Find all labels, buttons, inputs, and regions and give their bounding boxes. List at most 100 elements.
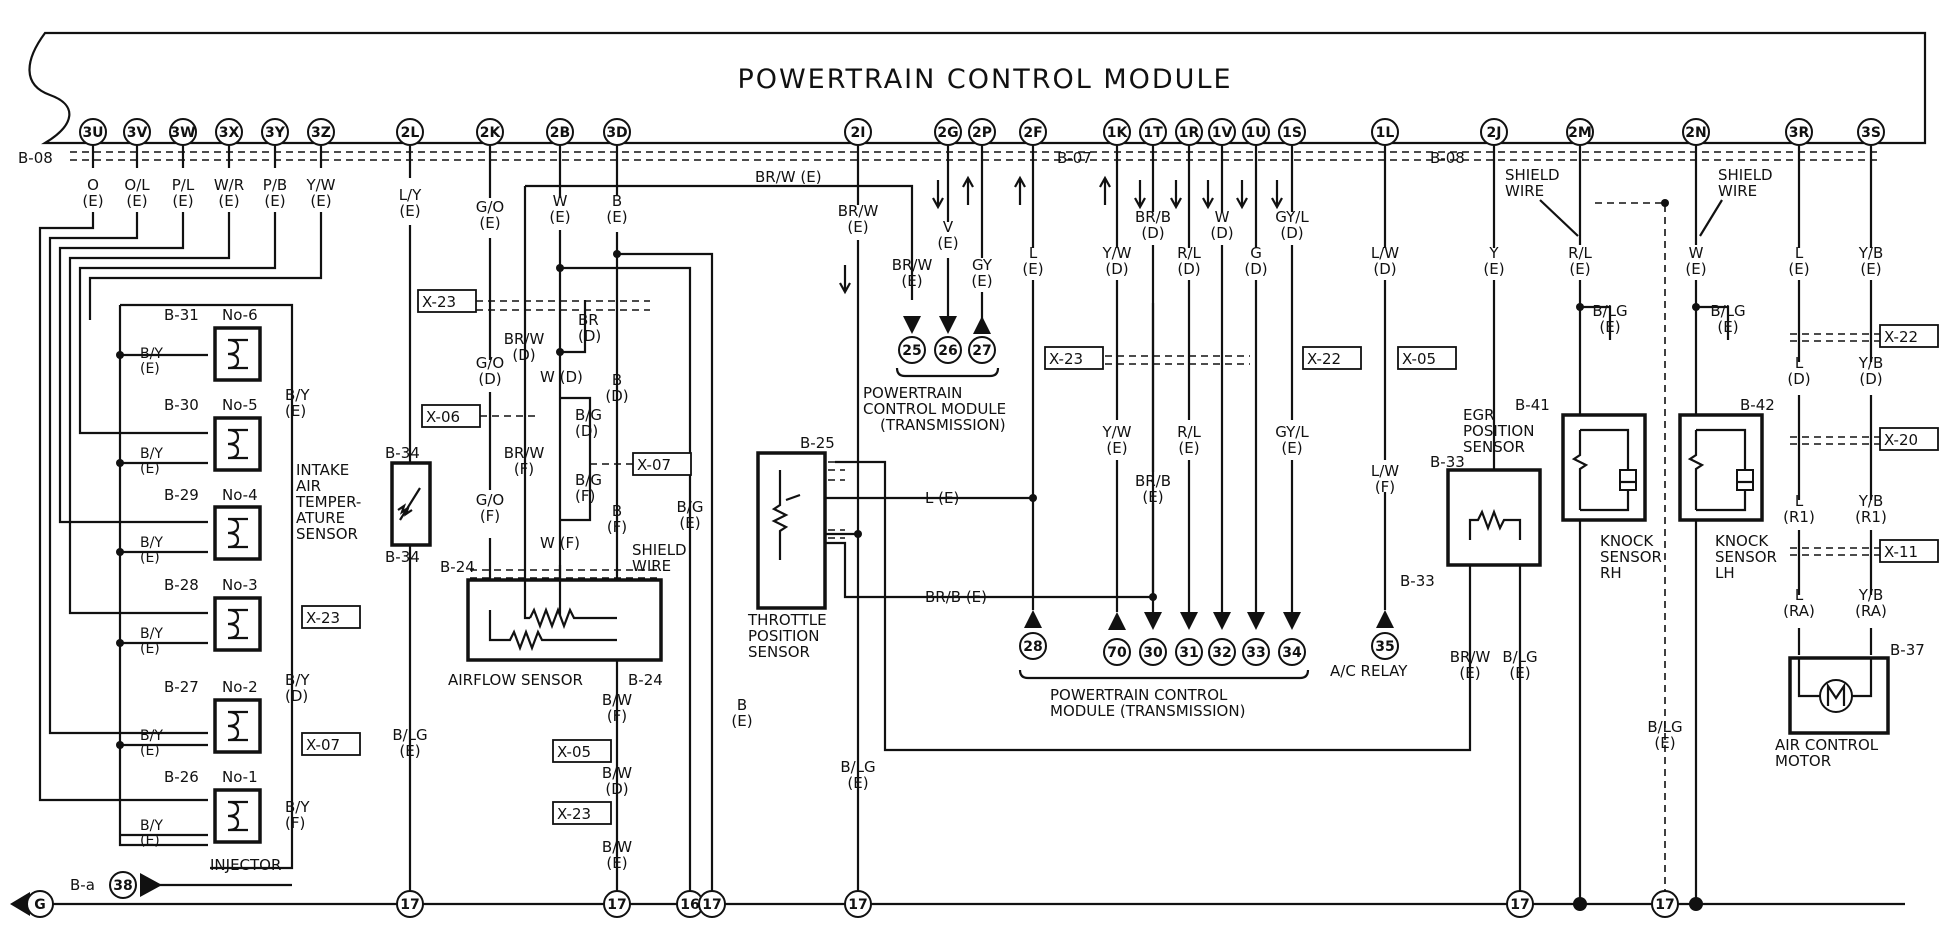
- joint-x22-mid: X-22: [1302, 346, 1362, 370]
- svg-text:(E): (E): [606, 208, 627, 226]
- svg-text:3U: 3U: [82, 125, 103, 141]
- svg-text:(E): (E): [218, 192, 239, 210]
- pin-3V: 3V: [123, 118, 151, 146]
- svg-text:17: 17: [607, 897, 626, 913]
- svg-text:Y/W: Y/W: [1101, 423, 1131, 441]
- svg-text:(E): (E): [1459, 664, 1480, 682]
- svg-text:(D): (D): [1280, 224, 1303, 242]
- svg-text:(RA): (RA): [1855, 602, 1887, 620]
- svg-text:2J: 2J: [1487, 125, 1502, 141]
- svg-text:3D: 3D: [606, 125, 627, 141]
- svg-text:X-07: X-07: [306, 736, 340, 754]
- svg-text:B/Y: B/Y: [140, 446, 163, 462]
- svg-text:SHIELD: SHIELD: [1718, 166, 1773, 184]
- svg-text:V: V: [943, 218, 954, 236]
- svg-text:GY/L: GY/L: [1275, 423, 1309, 441]
- svg-text:BR: BR: [578, 311, 599, 329]
- svg-text:MOTOR: MOTOR: [1775, 752, 1831, 770]
- svg-text:(D): (D): [605, 387, 628, 405]
- svg-text:(D): (D): [512, 346, 535, 364]
- pin-3Z: 3Z: [307, 118, 335, 146]
- ref-17-afs: 17: [603, 890, 631, 918]
- pin-2J: 2J: [1480, 118, 1508, 146]
- svg-text:16: 16: [680, 897, 699, 913]
- transmission-refs-top: 25 26 27 POWERTRAIN CONTROL MODULE (TRAN…: [863, 145, 1006, 434]
- svg-text:G/O: G/O: [476, 198, 504, 216]
- svg-text:MODULE (TRANSMISSION): MODULE (TRANSMISSION): [1050, 702, 1245, 720]
- pin-2P: 2P: [968, 118, 996, 146]
- svg-text:B/Y: B/Y: [140, 728, 163, 744]
- svg-text:(F): (F): [285, 814, 305, 832]
- svg-text:(E): (E): [1022, 260, 1043, 278]
- svg-text:2L: 2L: [401, 125, 420, 141]
- svg-text:X-23: X-23: [306, 609, 340, 627]
- svg-text:X-05: X-05: [557, 743, 591, 761]
- egr-position-sensor: EGR POSITION SENSOR B-33 B-33 BR/W(E) B/…: [1400, 145, 1542, 900]
- svg-text:(E): (E): [285, 402, 306, 420]
- svg-text:2G: 2G: [937, 125, 958, 141]
- svg-text:B: B: [737, 696, 747, 714]
- svg-text:1L: 1L: [1376, 125, 1395, 141]
- svg-text:B/Y: B/Y: [285, 386, 310, 404]
- connector-b08-right: B-08: [1430, 149, 1465, 167]
- svg-text:B: B: [612, 192, 622, 210]
- svg-text:(D): (D): [478, 370, 501, 388]
- svg-text:26: 26: [938, 343, 957, 359]
- svg-text:2B: 2B: [550, 125, 570, 141]
- svg-text:B/Y: B/Y: [285, 798, 310, 816]
- svg-text:(E): (E): [1717, 318, 1738, 336]
- svg-text:W: W: [1689, 244, 1704, 262]
- svg-text:(E): (E): [399, 202, 420, 220]
- svg-text:B-34: B-34: [385, 548, 420, 566]
- svg-text:(E): (E): [1142, 488, 1163, 506]
- svg-text:SHIELD: SHIELD: [632, 541, 687, 559]
- svg-text:3X: 3X: [219, 125, 240, 141]
- svg-text:CONTROL MODULE: CONTROL MODULE: [863, 400, 1006, 418]
- pin-3W: 3W: [169, 118, 197, 146]
- svg-text:POSITION: POSITION: [748, 627, 819, 645]
- svg-text:B/Y: B/Y: [285, 671, 310, 689]
- pin-2K: 2K: [476, 118, 504, 146]
- pin-2N: 2N: [1682, 118, 1710, 146]
- svg-text:17: 17: [702, 897, 721, 913]
- svg-text:B-26: B-26: [164, 768, 199, 786]
- svg-text:(D): (D): [578, 327, 601, 345]
- svg-text:(E): (E): [140, 743, 160, 759]
- svg-text:(E): (E): [1860, 260, 1881, 278]
- svg-text:B/LG: B/LG: [1502, 648, 1537, 666]
- svg-text:L/Y: L/Y: [399, 186, 422, 204]
- svg-text:B-24: B-24: [628, 671, 663, 689]
- joint-x20: X-20: [1879, 427, 1939, 451]
- svg-text:X-05: X-05: [1402, 350, 1436, 368]
- svg-text:L: L: [1029, 244, 1038, 262]
- svg-text:(E): (E): [172, 192, 193, 210]
- svg-text:3Z: 3Z: [311, 125, 331, 141]
- svg-text:O: O: [87, 176, 99, 194]
- svg-text:(RA): (RA): [1783, 602, 1815, 620]
- svg-text:(D): (D): [1787, 370, 1810, 388]
- joint-x06: X-06: [421, 404, 481, 428]
- svg-text:(E): (E): [1685, 260, 1706, 278]
- svg-text:SENSOR: SENSOR: [748, 643, 810, 661]
- svg-text:B/LG: B/LG: [1710, 302, 1745, 320]
- ref-16: 16: [676, 890, 704, 918]
- ref-17-b: 17: [698, 890, 726, 918]
- svg-text:G/O: G/O: [476, 491, 504, 509]
- pin-1L: 1L: [1371, 118, 1399, 146]
- svg-text:(D): (D): [1244, 260, 1267, 278]
- svg-text:B-37: B-37: [1890, 641, 1925, 659]
- pcm-pins: 3U 3V 3W 3X 3Y 3Z 2L 2K 2B 3D 2I 2G 2P 2…: [79, 118, 1885, 146]
- pin-3Y: 3Y: [261, 118, 289, 146]
- svg-text:(F): (F): [575, 487, 595, 505]
- pin-2F: 2F: [1019, 118, 1047, 146]
- svg-text:No-5: No-5: [222, 396, 258, 414]
- svg-text:(E): (E): [140, 361, 160, 377]
- pin-3U: 3U: [79, 118, 107, 146]
- svg-text:L (E): L (E): [925, 489, 959, 507]
- svg-text:B/W: B/W: [602, 838, 632, 856]
- svg-text:G: G: [34, 897, 46, 913]
- svg-text:POWERTRAIN CONTROL: POWERTRAIN CONTROL: [1050, 686, 1228, 704]
- svg-text:B/G: B/G: [677, 498, 704, 516]
- svg-text:BR/B: BR/B: [1135, 472, 1171, 490]
